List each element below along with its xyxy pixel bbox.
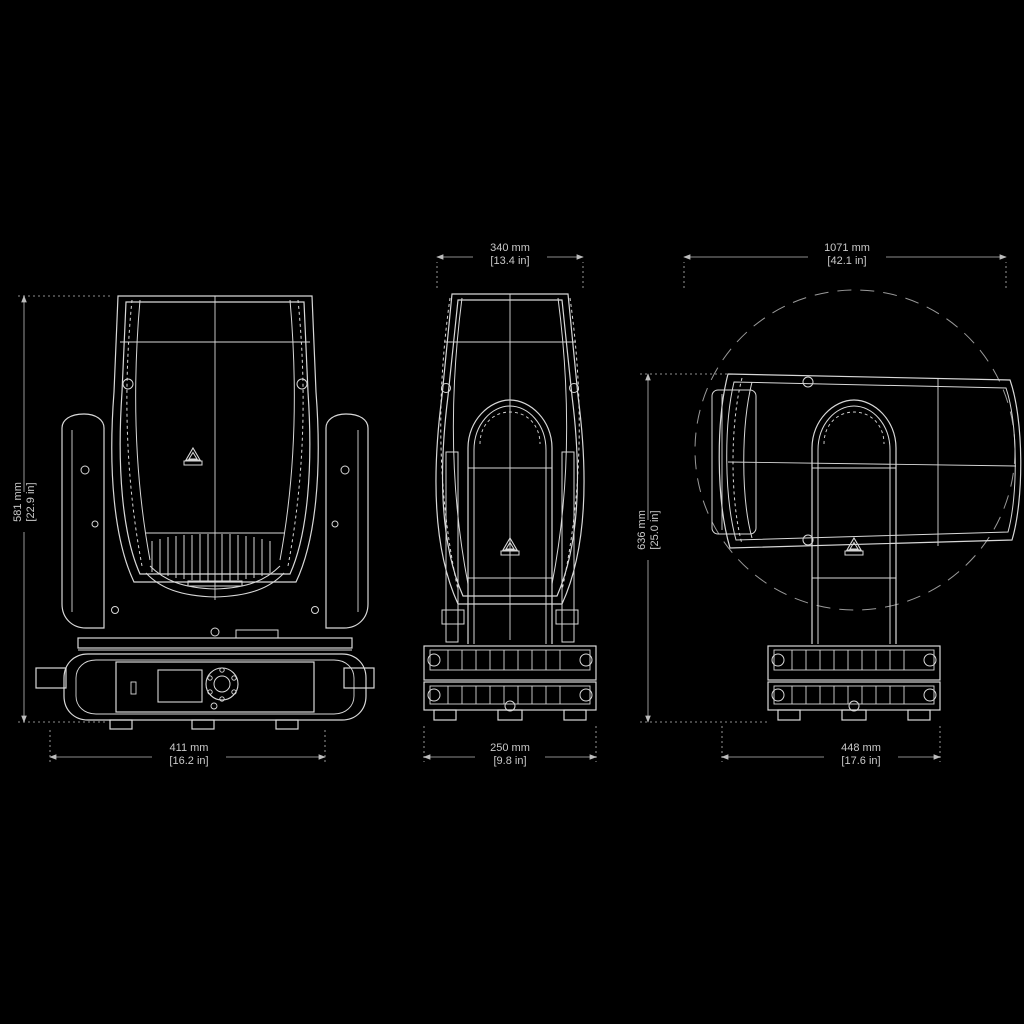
side-base-width-mm: 250 mm (490, 742, 530, 754)
front-width-inch: [16.2 in] (169, 755, 208, 767)
front-height-mm: 581 mm (12, 482, 24, 522)
side-top-width-mm: 340 mm (490, 242, 530, 254)
side-base-width-inch: [9.8 in] (493, 755, 526, 767)
tilted-view-dimensions: 1071 mm [42.1 in] 636 mm [25.0 in] 448 m… (636, 240, 1007, 768)
tilted-base-width-mm: 448 mm (841, 742, 881, 754)
swing-diameter-inch: [42.1 in] (827, 255, 866, 267)
tilted-view (694, 289, 1022, 721)
front-view (35, 295, 375, 730)
side-top-width-inch: [13.4 in] (490, 255, 529, 267)
side-view-dimensions: 340 mm [13.4 in] 250 mm [9.8 in] (423, 240, 597, 768)
front-height-inch: [22.9 in] (25, 482, 37, 521)
swing-diameter-mm: 1071 mm (824, 242, 870, 254)
tilted-height-mm: 636 mm (636, 510, 648, 550)
front-view-dimensions: 581 mm [22.9 in] 411 mm [16.2 in] (12, 295, 326, 768)
tilted-base-width-inch: [17.6 in] (841, 755, 880, 767)
side-view (423, 293, 597, 721)
front-width-mm: 411 mm (170, 742, 209, 754)
tilted-height-inch: [25.0 in] (649, 510, 661, 549)
